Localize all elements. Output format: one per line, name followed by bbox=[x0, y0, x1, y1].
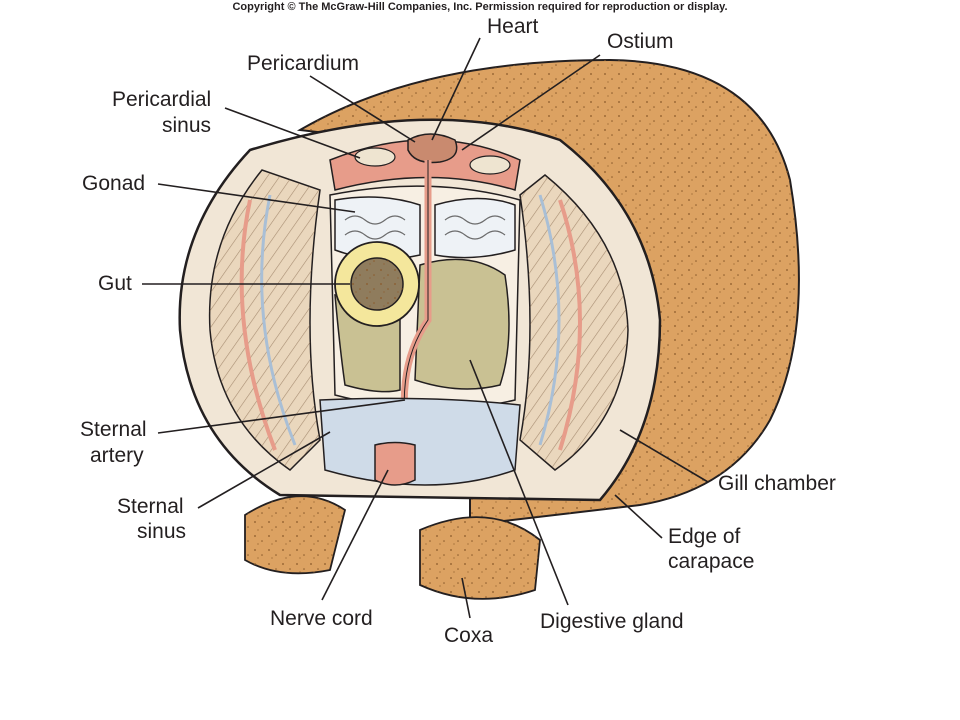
pericardial-sinus bbox=[354, 147, 396, 167]
coxa bbox=[244, 495, 541, 600]
heart bbox=[407, 133, 458, 164]
label-ostium: Ostium bbox=[607, 30, 674, 53]
label-pericardium: Pericardium bbox=[247, 52, 359, 75]
label-pericardial-sinus-line1: Pericardial bbox=[112, 88, 211, 111]
label-coxa: Coxa bbox=[444, 624, 493, 647]
label-gut: Gut bbox=[98, 272, 132, 295]
label-sternal-sinus-line2: sinus bbox=[137, 520, 186, 543]
nerve-cord bbox=[374, 441, 416, 486]
label-sternal-artery-line1: Sternal bbox=[80, 418, 147, 441]
label-heart: Heart bbox=[487, 15, 539, 38]
label-gill-chamber: Gill chamber bbox=[718, 472, 836, 495]
label-sternal-artery-line2: artery bbox=[90, 444, 144, 467]
label-sternal-sinus-line1: Sternal bbox=[117, 495, 184, 518]
label-pericardial-sinus-line2: sinus bbox=[162, 114, 211, 137]
label-nerve-cord: Nerve cord bbox=[270, 607, 373, 630]
digestive-gland bbox=[414, 258, 510, 390]
label-digestive-gland: Digestive gland bbox=[540, 610, 684, 633]
label-gonad: Gonad bbox=[82, 172, 145, 195]
copyright-notice: Copyright © The McGraw-Hill Companies, I… bbox=[232, 1, 728, 13]
label-edge-of-carapace-line2: carapace bbox=[668, 550, 754, 573]
label-edge-of-carapace-line1: Edge of bbox=[668, 525, 741, 548]
diagram-labels: Heart Ostium Pericardium Pericardial sin… bbox=[80, 15, 836, 647]
leader-lines bbox=[142, 37, 709, 619]
gut bbox=[334, 241, 420, 327]
